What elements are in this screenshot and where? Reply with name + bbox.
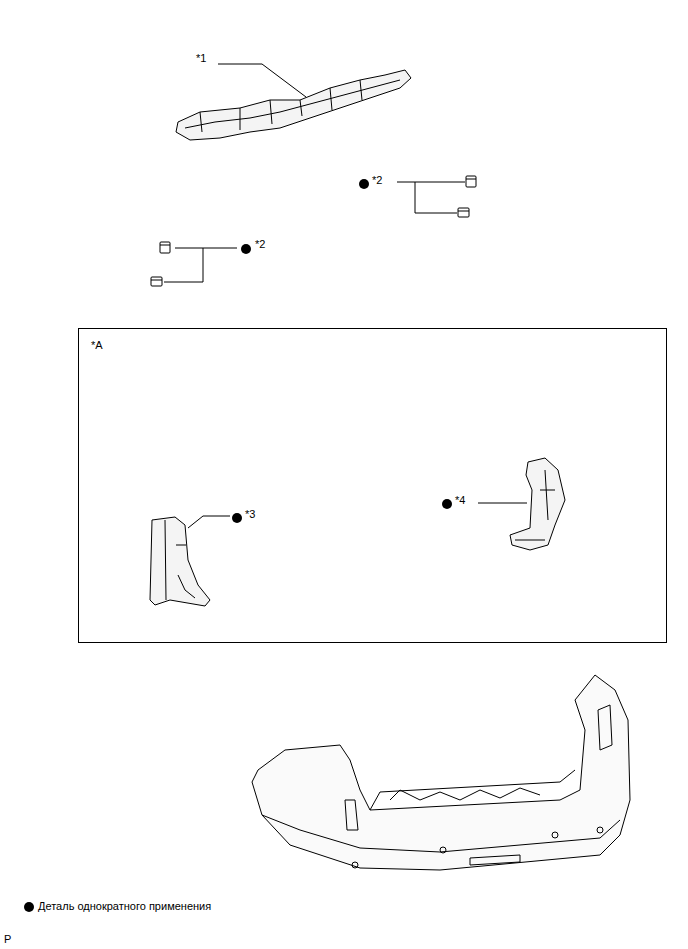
callout-number: *4	[455, 494, 465, 507]
callout-number: P	[4, 933, 11, 946]
callout-number: *2	[372, 174, 382, 187]
callout-number: *1	[196, 52, 206, 65]
callout-number: *2	[255, 238, 265, 251]
callout-number: *3	[245, 508, 255, 521]
group-label: *A	[91, 339, 103, 352]
legend-text: Деталь однократного применения	[38, 900, 211, 913]
legend-dot	[24, 902, 34, 912]
group-frame: *A	[78, 328, 667, 643]
